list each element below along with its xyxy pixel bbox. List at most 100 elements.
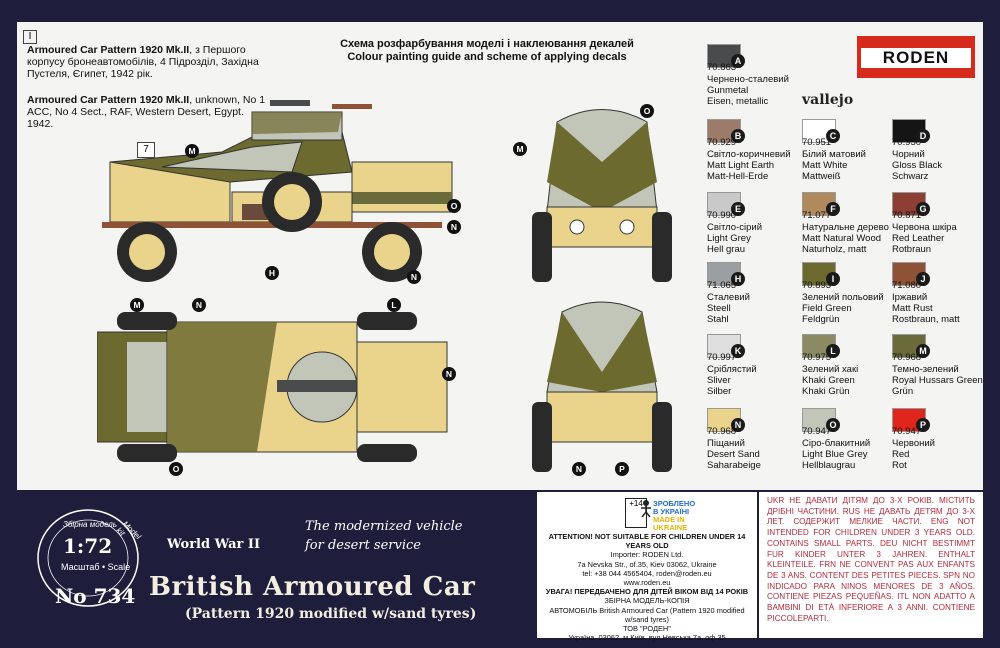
- color-name-eng: Field Green: [802, 303, 852, 314]
- made-in-line: MADE IN: [653, 515, 685, 524]
- color-letter: K: [731, 344, 745, 358]
- color-name-deu: Mattweiß: [802, 171, 841, 182]
- ring-text-ukr: Збірна модель: [63, 520, 117, 529]
- legal-line: ЗБІРНА МОДЕЛЬ-КОПІЯ: [604, 596, 690, 606]
- vehicle-name: Armoured Car Pattern 1920 Mk.II: [27, 44, 190, 56]
- color-name-eng: Red: [892, 449, 910, 460]
- front-view-drawing: [532, 109, 672, 282]
- color-code: 70.863: [707, 62, 737, 73]
- color-code: 70.997: [707, 352, 737, 363]
- callout-O: O: [447, 199, 461, 213]
- top-view-drawing: [97, 312, 448, 462]
- scheme-id: I: [23, 30, 37, 44]
- color-name-ukr: Зелений польовий: [802, 292, 884, 303]
- color-code: 71.077: [802, 210, 832, 221]
- description-eng: Armoured Car Pattern 1920 Mk.II, unknown…: [27, 94, 267, 130]
- color-code: 70.893: [802, 280, 832, 291]
- legal-line: АВТОМОБІЛЬ British Armoured Car (Pattern…: [549, 605, 745, 624]
- seal-ring: [37, 509, 139, 607]
- description-text: , з Першого корпусу бронеавтомобілів, 4 …: [27, 44, 259, 80]
- scale-label: Масштаб • Scale: [61, 562, 131, 572]
- color-name-eng: Gunmetal: [707, 85, 749, 96]
- color-name-eng: Desert Sand: [707, 449, 760, 460]
- color-name-deu: Rostbraun, matt: [892, 314, 960, 325]
- legal-line: УВАГА! ПЕРЕДБАЧЕНО ДЛЯ ДІТЕЙ ВІКОМ ВІД 1…: [545, 587, 749, 597]
- callout-P: P: [615, 462, 629, 476]
- kit-title: British Armoured Car: [149, 572, 476, 602]
- callout-M: M: [130, 298, 144, 312]
- rear-view-drawing: [532, 301, 672, 472]
- tagline-line2: for desert service: [305, 538, 421, 553]
- color-name-deu: Rotbraun: [892, 244, 932, 255]
- legal-line: tel: +38 044 4565404, roden@roden.eu: [582, 568, 712, 578]
- color-code: 70.968: [707, 426, 737, 437]
- callout-H: H: [265, 266, 279, 280]
- callout-O: O: [640, 104, 654, 118]
- legal-line: www.roden.eu: [623, 578, 671, 588]
- roden-logo: RODEN: [857, 36, 975, 78]
- color-name-eng: Matt White: [802, 160, 848, 171]
- color-name-ukr: Іржавий: [892, 292, 928, 303]
- color-name-deu: Grün: [892, 386, 914, 397]
- color-name-deu: Stahl: [707, 314, 729, 325]
- callout-N: N: [442, 367, 456, 381]
- color-name-ukr: Зелений хакі: [802, 364, 859, 375]
- color-letter: A: [731, 54, 745, 68]
- color-name-eng: Steell: [707, 303, 731, 314]
- color-letter: I: [826, 272, 840, 286]
- scale-seal: Збірна модель Model kit 1:72 Масштаб • S…: [33, 506, 143, 618]
- color-code: 70.871: [892, 210, 922, 221]
- heading-eng: Colour painting guide and scheme of appl…: [347, 51, 627, 63]
- color-name-ukr: Червоний: [892, 438, 935, 449]
- color-name-deu: Eisen, metallic: [707, 96, 769, 107]
- color-name-ukr: Чорний: [892, 149, 925, 160]
- color-name-deu: Rot: [892, 460, 907, 471]
- callout-M: M: [185, 144, 199, 158]
- color-letter: G: [916, 202, 930, 216]
- box-art-strip: Збірна модель Model kit 1:72 Масштаб • S…: [17, 492, 983, 642]
- color-code: 71.065: [707, 280, 737, 291]
- color-code: 70.950: [892, 137, 922, 148]
- color-letter: E: [731, 202, 745, 216]
- color-name-deu: Schwarz: [892, 171, 929, 182]
- made-in-line: ЗРОБЛЕНО: [653, 499, 696, 508]
- color-name-ukr: Білий матовий: [802, 149, 866, 160]
- color-name-eng: Sliver: [707, 375, 731, 386]
- color-letter: C: [826, 129, 840, 143]
- color-letter: N: [731, 418, 745, 432]
- callout-L: L: [387, 298, 401, 312]
- color-name-eng: Khaki Green: [802, 375, 855, 386]
- color-name-deu: Matt-Hell-Erde: [707, 171, 769, 182]
- color-name-ukr: Сіро-блакитний: [802, 438, 871, 449]
- color-name-ukr: Темно-зелений: [892, 364, 959, 375]
- legal-info-panel: +14 ЗРОБЛЕНО В УКРАЇНІ MADE IN UKRAINE A…: [537, 492, 757, 642]
- callout-O: O: [169, 462, 183, 476]
- vallejo-label: vallejo: [802, 92, 854, 108]
- color-name-deu: Khaki Grün: [802, 386, 850, 397]
- era-label: World War II: [167, 537, 261, 552]
- color-letter: D: [916, 129, 930, 143]
- color-name-eng: Light Blue Grey: [802, 449, 868, 460]
